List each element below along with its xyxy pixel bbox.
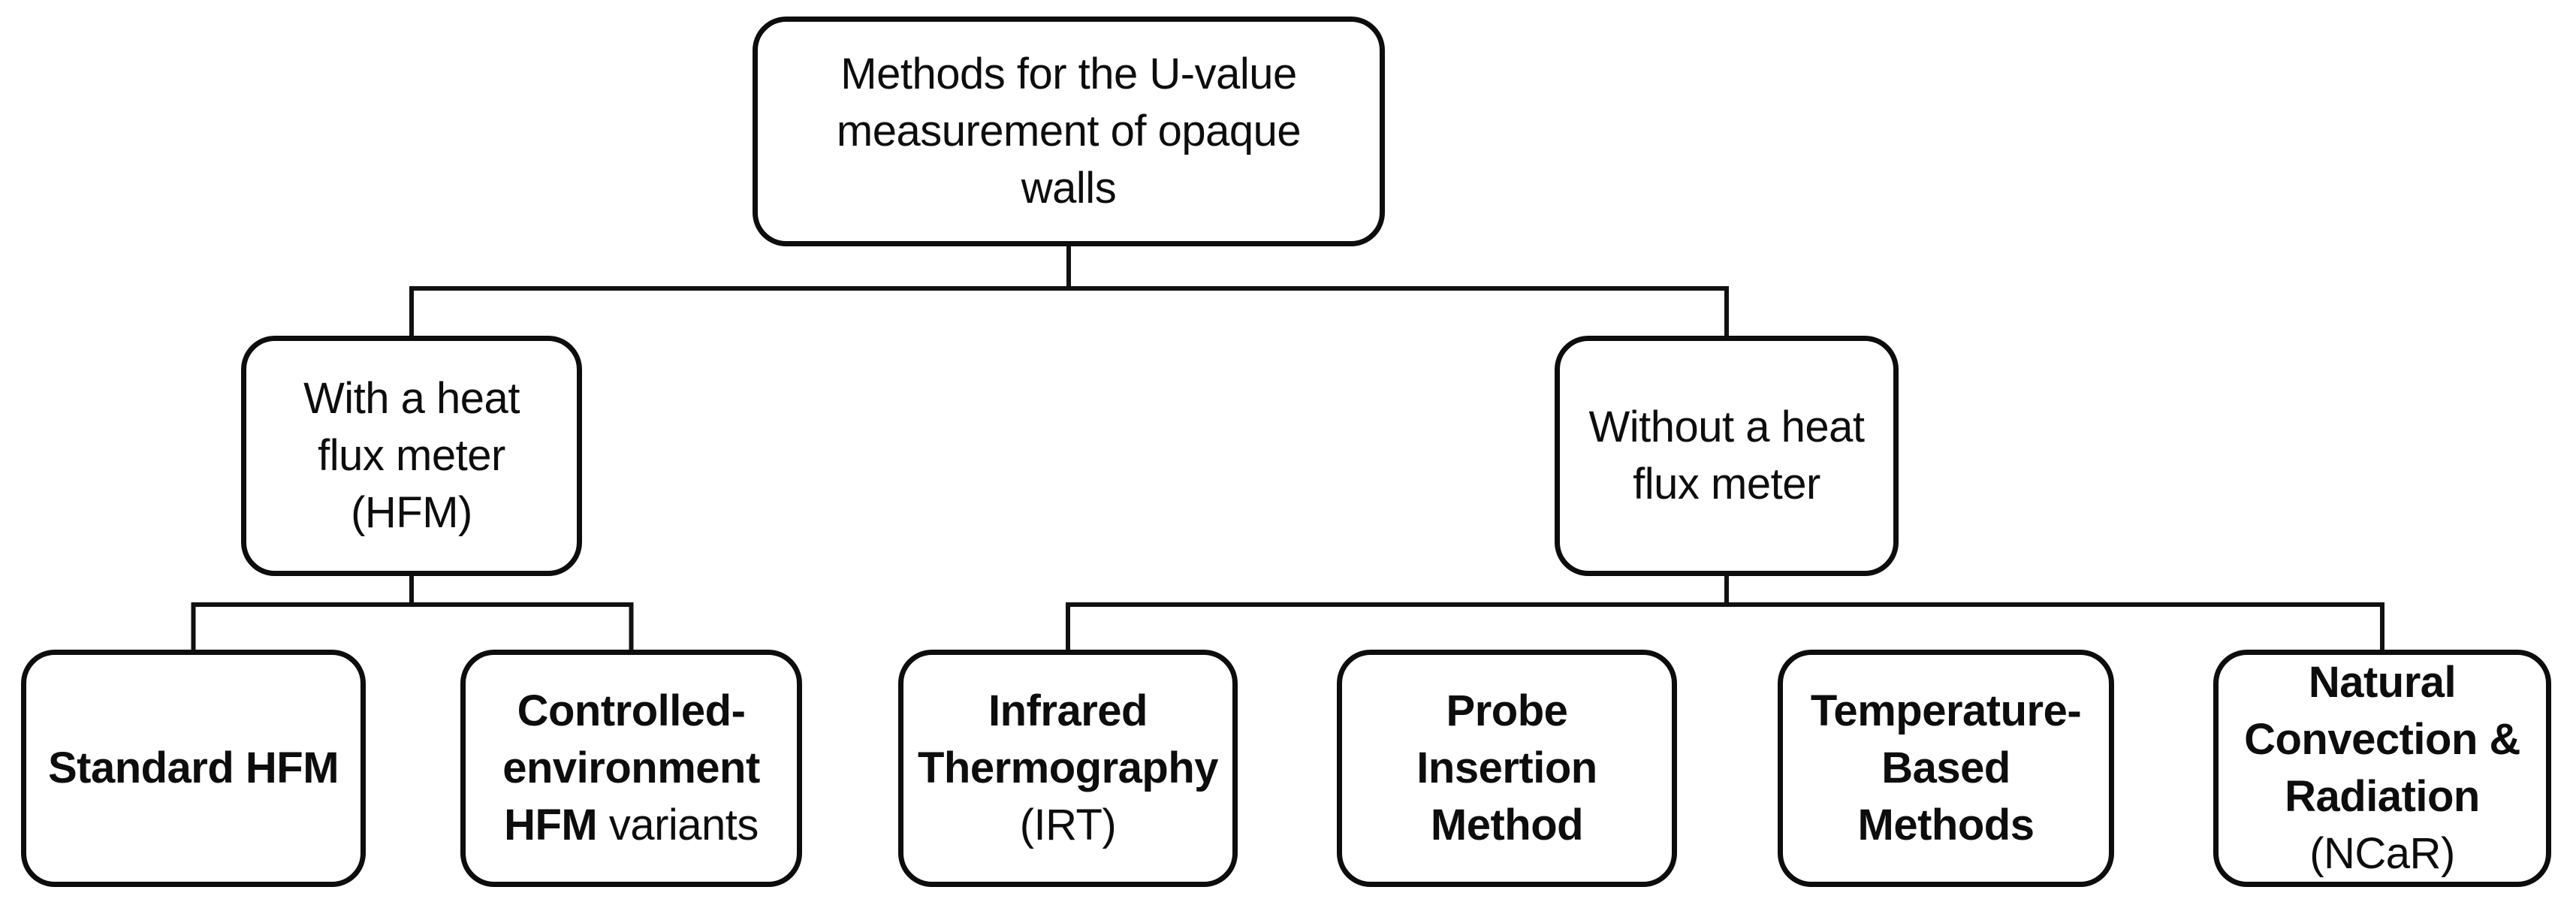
node-standard-hfm-label: Standard HFM [47, 744, 339, 792]
connector-root-to-branches [409, 244, 1729, 338]
node-standard-hfm: Standard HFM [21, 650, 366, 887]
connector-without-hfm-to-leaves [1066, 574, 2384, 652]
connector-with-hfm-to-leaves [191, 574, 634, 652]
